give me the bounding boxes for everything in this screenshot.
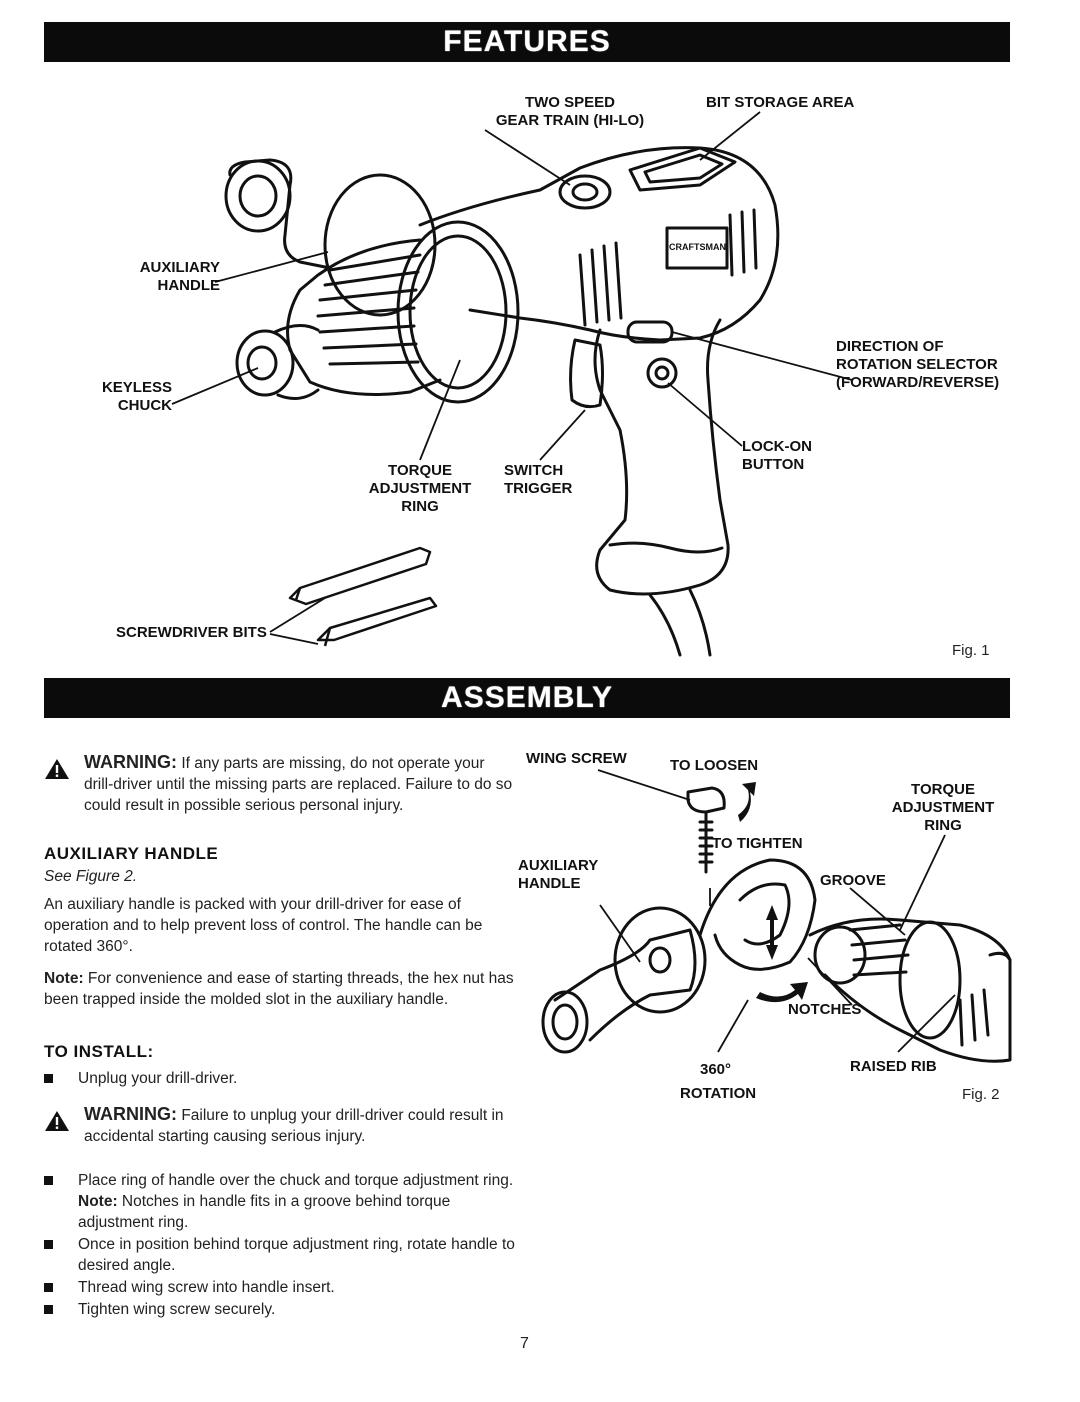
label-auxiliary-handle-fig2: AUXILIARY HANDLE xyxy=(518,857,599,892)
label-to-loosen: TO LOOSEN xyxy=(670,757,759,774)
aux-handle-illustration xyxy=(541,769,1012,1063)
list-item-place-ring: Place ring of handle over the chuck and … xyxy=(44,1170,519,1233)
label-groove: GROOVE xyxy=(820,872,886,889)
warning-text: If any parts are missing, do not operate… xyxy=(84,755,513,814)
list-item-text: Tighten wing screw securely. xyxy=(78,1301,276,1318)
assembly-title: ASSEMBLY xyxy=(441,681,613,714)
bullet-square-icon xyxy=(44,1283,53,1292)
label-notches: NOTCHES xyxy=(788,1001,862,1018)
label-keyless-chuck: KEYLESS CHUCK xyxy=(101,379,172,414)
label-360: 360° xyxy=(700,1061,732,1078)
bullet-square-icon xyxy=(44,1176,53,1185)
fig2-caption: Fig. 2 xyxy=(962,1086,1000,1103)
warning-triangle-icon xyxy=(45,759,69,779)
auxiliary-handle-heading: AUXILIARY HANDLE xyxy=(44,844,219,863)
assembly-banner: ASSEMBLY xyxy=(44,678,1010,718)
label-switch-trigger: SWITCH TRIGGER xyxy=(504,462,573,497)
page-number: 7 xyxy=(520,1335,529,1352)
warning-unplug: WARNING: Failure to unplug your drill-dr… xyxy=(44,1104,514,1147)
list-item-text: Thread wing screw into handle insert. xyxy=(78,1279,335,1296)
place-ring-text: Place ring of handle over the chuck and … xyxy=(78,1172,514,1189)
aux-handle-paragraph: An auxiliary handle is packed with your … xyxy=(44,896,483,955)
see-figure-ref: See Figure 2. xyxy=(44,868,138,885)
label-direction-selector: DIRECTION OF ROTATION SELECTOR (FORWARD/… xyxy=(836,338,1000,391)
note-text: For convenience and ease of starting thr… xyxy=(44,970,514,1008)
label-bit-storage: BIT STORAGE AREA xyxy=(706,94,855,111)
bullet-square-icon xyxy=(44,1305,53,1314)
label-wing-screw: WING SCREW xyxy=(526,750,627,767)
warning-word: WARNING: xyxy=(84,752,177,772)
label-to-tighten: TO TIGHTEN xyxy=(712,835,803,852)
list-item-unplug: Unplug your drill-driver. xyxy=(44,1068,519,1089)
drill-illustration xyxy=(171,111,853,657)
place-ring-note-text: Notches in handle fits in a groove behin… xyxy=(78,1193,451,1231)
list-item-thread: Thread wing screw into handle insert. xyxy=(44,1277,519,1298)
list-item-tighten: Tighten wing screw securely. xyxy=(44,1299,519,1320)
to-install-heading: TO INSTALL: xyxy=(44,1042,154,1061)
bullet-square-icon xyxy=(44,1074,53,1083)
label-rotation: ROTATION xyxy=(680,1085,757,1102)
features-banner: FEATURES xyxy=(44,22,1010,62)
label-two-speed: TWO SPEED GEAR TRAIN (HI-LO) xyxy=(495,94,645,129)
label-torque-ring-fig2: TORQUE ADJUSTMENT RING xyxy=(891,781,995,834)
label-screwdriver-bits: SCREWDRIVER BITS xyxy=(116,624,267,641)
label-torque-ring: TORQUE ADJUSTMENT RING xyxy=(368,462,472,515)
label-auxiliary-handle: AUXILIARY HANDLE xyxy=(139,259,220,294)
brand-badge: CRAFTSMAN xyxy=(669,242,726,252)
warning-text: Failure to unplug your drill-driver coul… xyxy=(84,1107,504,1145)
list-item-text: Place ring of handle over the chuck and … xyxy=(78,1170,519,1233)
bullet-square-icon xyxy=(44,1240,53,1249)
label-lock-on-button: LOCK-ON BUTTON xyxy=(742,438,812,473)
list-item-text: Unplug your drill-driver. xyxy=(78,1070,238,1087)
note-paragraph: Note: For convenience and ease of starti… xyxy=(44,968,519,1010)
warning-word: WARNING: xyxy=(84,1104,177,1124)
warning-missing-parts: WARNING: If any parts are missing, do no… xyxy=(44,752,514,816)
list-item-rotate: Once in position behind torque adjustmen… xyxy=(44,1234,519,1276)
place-ring-note-label: Note: xyxy=(78,1193,118,1210)
fig1-caption: Fig. 1 xyxy=(952,642,990,659)
warning-triangle-icon xyxy=(45,1111,69,1131)
note-label: Note: xyxy=(44,970,84,987)
list-item-text: Once in position behind torque adjustmen… xyxy=(78,1236,515,1274)
features-title: FEATURES xyxy=(443,25,611,58)
label-raised-rib: RAISED RIB xyxy=(850,1058,937,1075)
